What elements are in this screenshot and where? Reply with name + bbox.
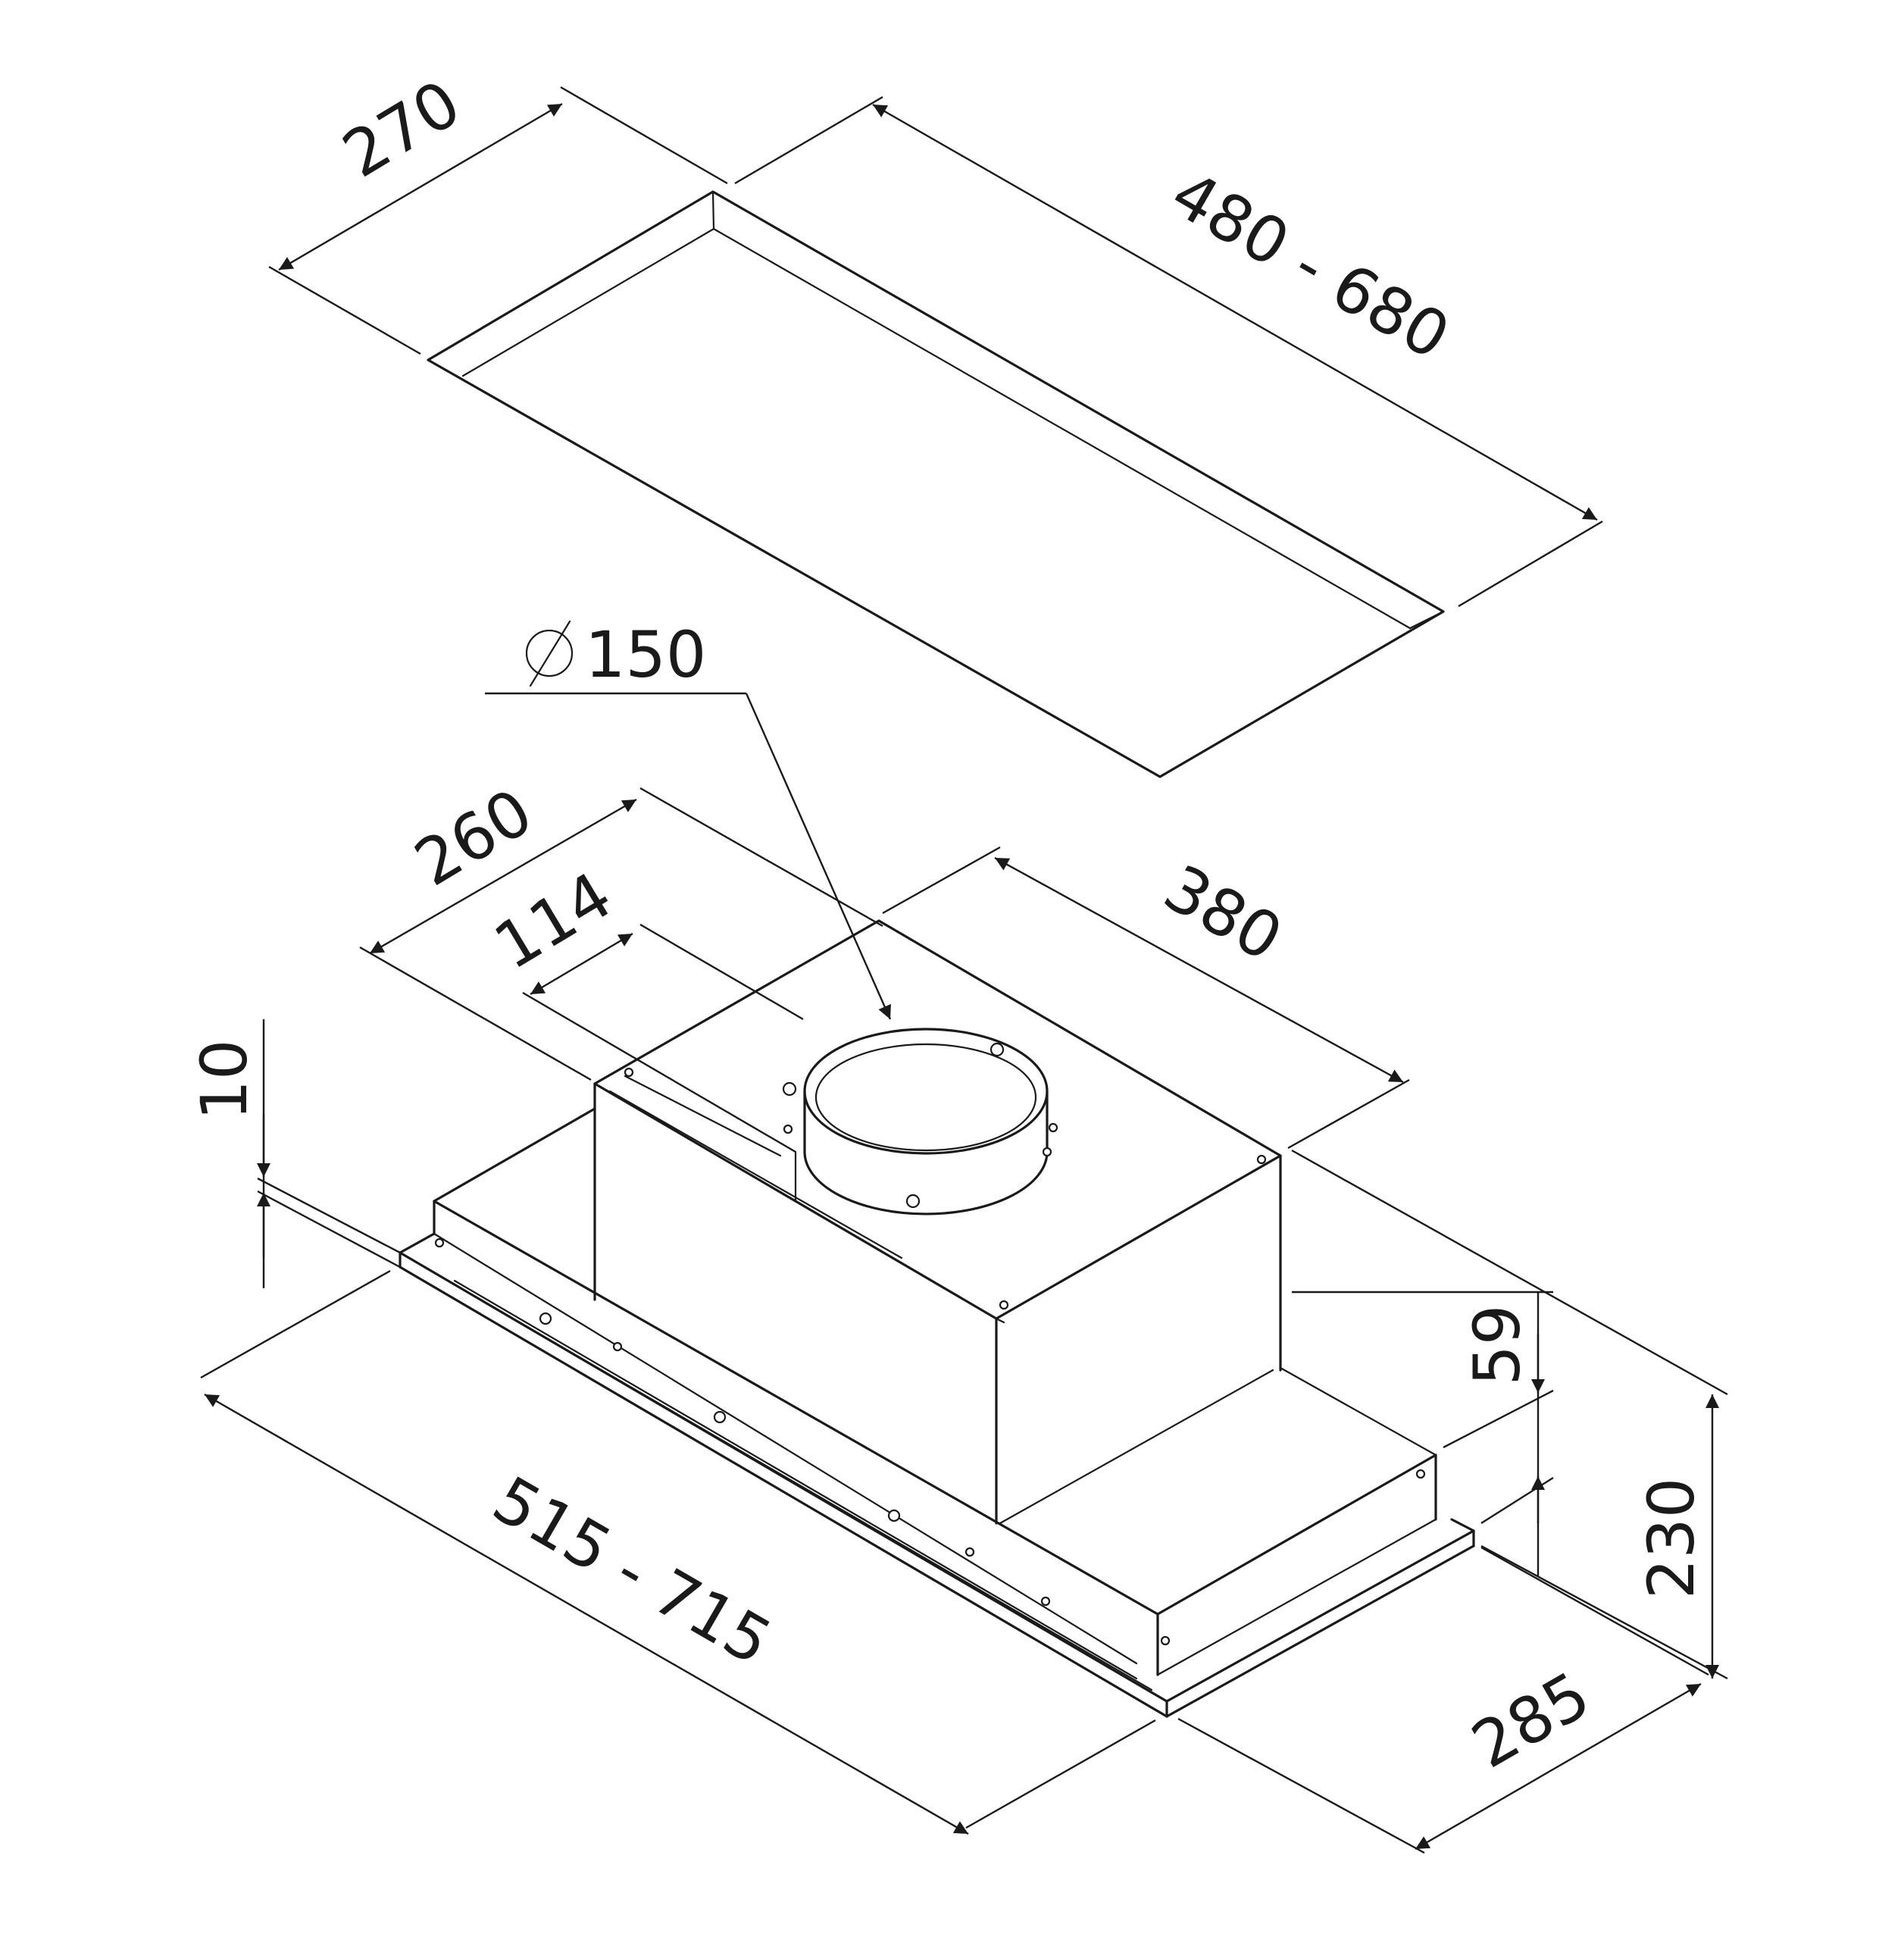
dim-label-480-680: 480 - 680 — [1159, 156, 1462, 374]
dimension-duct-offset: 114 — [482, 858, 804, 1153]
dimension-hood-depth: 285 — [1177, 1546, 1709, 1854]
dim-label-150: 150 — [585, 618, 706, 692]
dimension-hood-width: 515 - 715 — [200, 1269, 1156, 1835]
dim-label-260: 260 — [402, 774, 545, 901]
dimension-duct-diameter: 150 — [485, 618, 892, 1020]
diameter-symbol-icon — [525, 620, 574, 687]
hood-frame — [399, 1232, 1475, 1718]
dim-label-10: 10 — [187, 1040, 261, 1121]
dim-label-230: 230 — [1634, 1478, 1709, 1599]
dim-label-285: 285 — [1460, 1657, 1602, 1782]
dimension-total-height: 230 — [1291, 1149, 1728, 1680]
dim-label-270: 270 — [330, 66, 473, 192]
dim-label-59: 59 — [1460, 1305, 1534, 1386]
dim-label-515-715: 515 - 715 — [481, 1462, 783, 1679]
dimension-cutout-depth: 270 — [268, 66, 728, 355]
dimension-body-step: 59 — [1292, 1291, 1554, 1576]
dimension-motor-depth: 260 — [359, 774, 883, 1081]
dimension-cutout-width: 480 - 680 — [734, 95, 1603, 608]
dimension-frame-thickness: 10 — [187, 1019, 401, 1288]
dimension-motor-width: 380 — [882, 846, 1410, 1150]
